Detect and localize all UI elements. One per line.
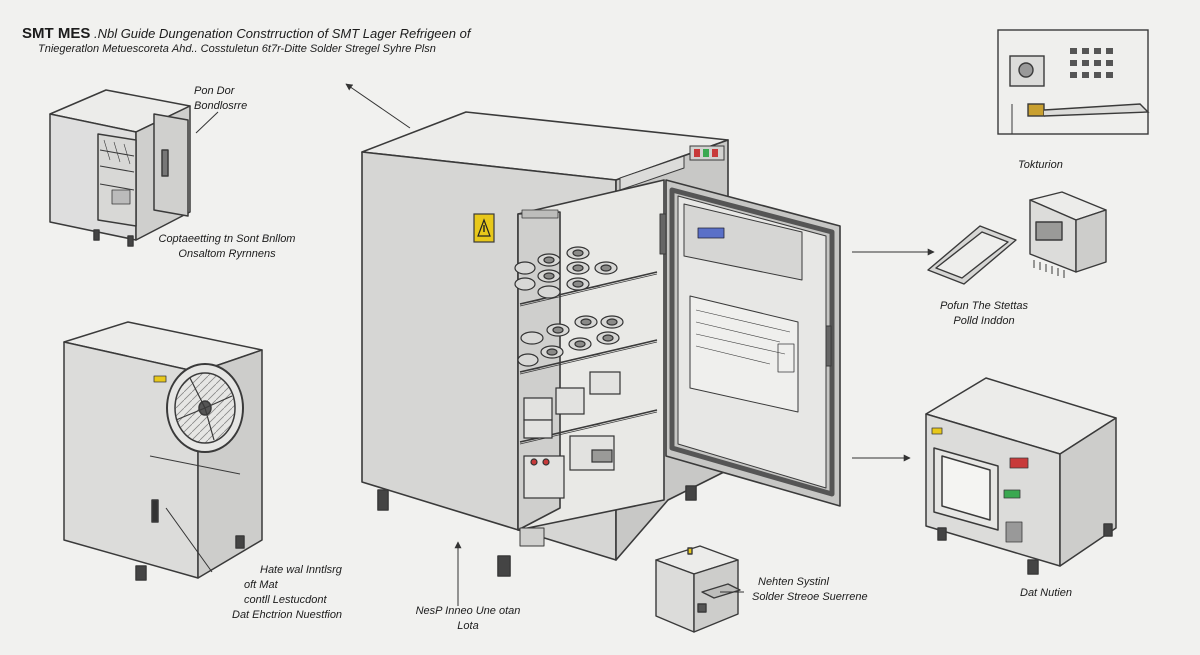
warning-sign-icon — [473, 213, 495, 243]
condenser-label-line-3: contll Lestucdont — [244, 594, 327, 606]
main-cabinet-label-line-2: Lota — [457, 620, 479, 632]
condenser-label-line-4: Dat Ehctrion Nuestfion — [232, 609, 343, 621]
small-oven-caption-line-1: Coptaeetting tn Sont Bnllom — [158, 233, 296, 245]
small-oven-label: Pon Dor Bondlosrre — [194, 84, 247, 114]
tablet-label-line-2: Polld Inddon — [953, 315, 1015, 327]
condenser-label-line-1: Hate wal Inntlsrg — [260, 564, 342, 576]
small-drying-oven — [49, 89, 191, 247]
brand-title: SMT MES — [22, 25, 91, 42]
solder-boxes — [523, 371, 621, 499]
small-oven-caption-line-2: Onsaltom Ryrnnens — [178, 248, 276, 260]
wall-control-panel — [997, 29, 1150, 135]
cabinet-door — [659, 179, 841, 507]
page-header: SMT MES .Nbl Guide Dungenation Constrruc… — [22, 25, 471, 55]
solder-jars — [514, 246, 624, 367]
header-line-1: .Nbl Guide Dungenation Constrruction of … — [93, 26, 471, 41]
tablet-device — [927, 225, 1017, 285]
control-panel-label: Tokturion — [1018, 159, 1063, 171]
card-reader-device — [1029, 191, 1107, 278]
small-oven-label-line-1: Pon Dor — [194, 85, 235, 97]
connector-arrows — [165, 83, 935, 606]
small-oven-caption: Coptaeetting tn Sont Bnllom Onsaltom Ryr… — [142, 232, 312, 262]
data-unit — [925, 377, 1117, 575]
tablet-label-line-1: Pofun The Stettas — [939, 300, 1029, 312]
main-cabinet-label-line-1: NesP Inneo Une otan — [415, 605, 521, 617]
condenser-label-line-2: oft Mat — [244, 579, 278, 591]
solder-storage-box — [655, 545, 741, 633]
main-cabinet-label: NesP Inneo Une otan Lota — [404, 604, 532, 634]
solder-box-label-line-1: Nehten Systinl — [758, 576, 829, 588]
condenser-unit-label: Hate wal Inntlsrg oft Mat contll Lestucd… — [232, 563, 342, 623]
solder-box-label-line-2: Solder Streoe Suerrene — [752, 591, 868, 603]
condenser-unit — [63, 321, 263, 581]
data-unit-label: Dat Nutien — [1020, 587, 1072, 599]
header-line-2: Tniegeratlon Metuescoretа Ahd.. Cosstule… — [38, 43, 436, 55]
indicator-panel — [689, 145, 725, 161]
small-oven-label-line-2: Bondlosrre — [194, 100, 248, 112]
solder-box-label: Nehten Systinl Solder Streoe Suerrene — [752, 575, 868, 605]
tablet-device-label: Pofun The Stettas Polld Inddon — [922, 299, 1046, 329]
